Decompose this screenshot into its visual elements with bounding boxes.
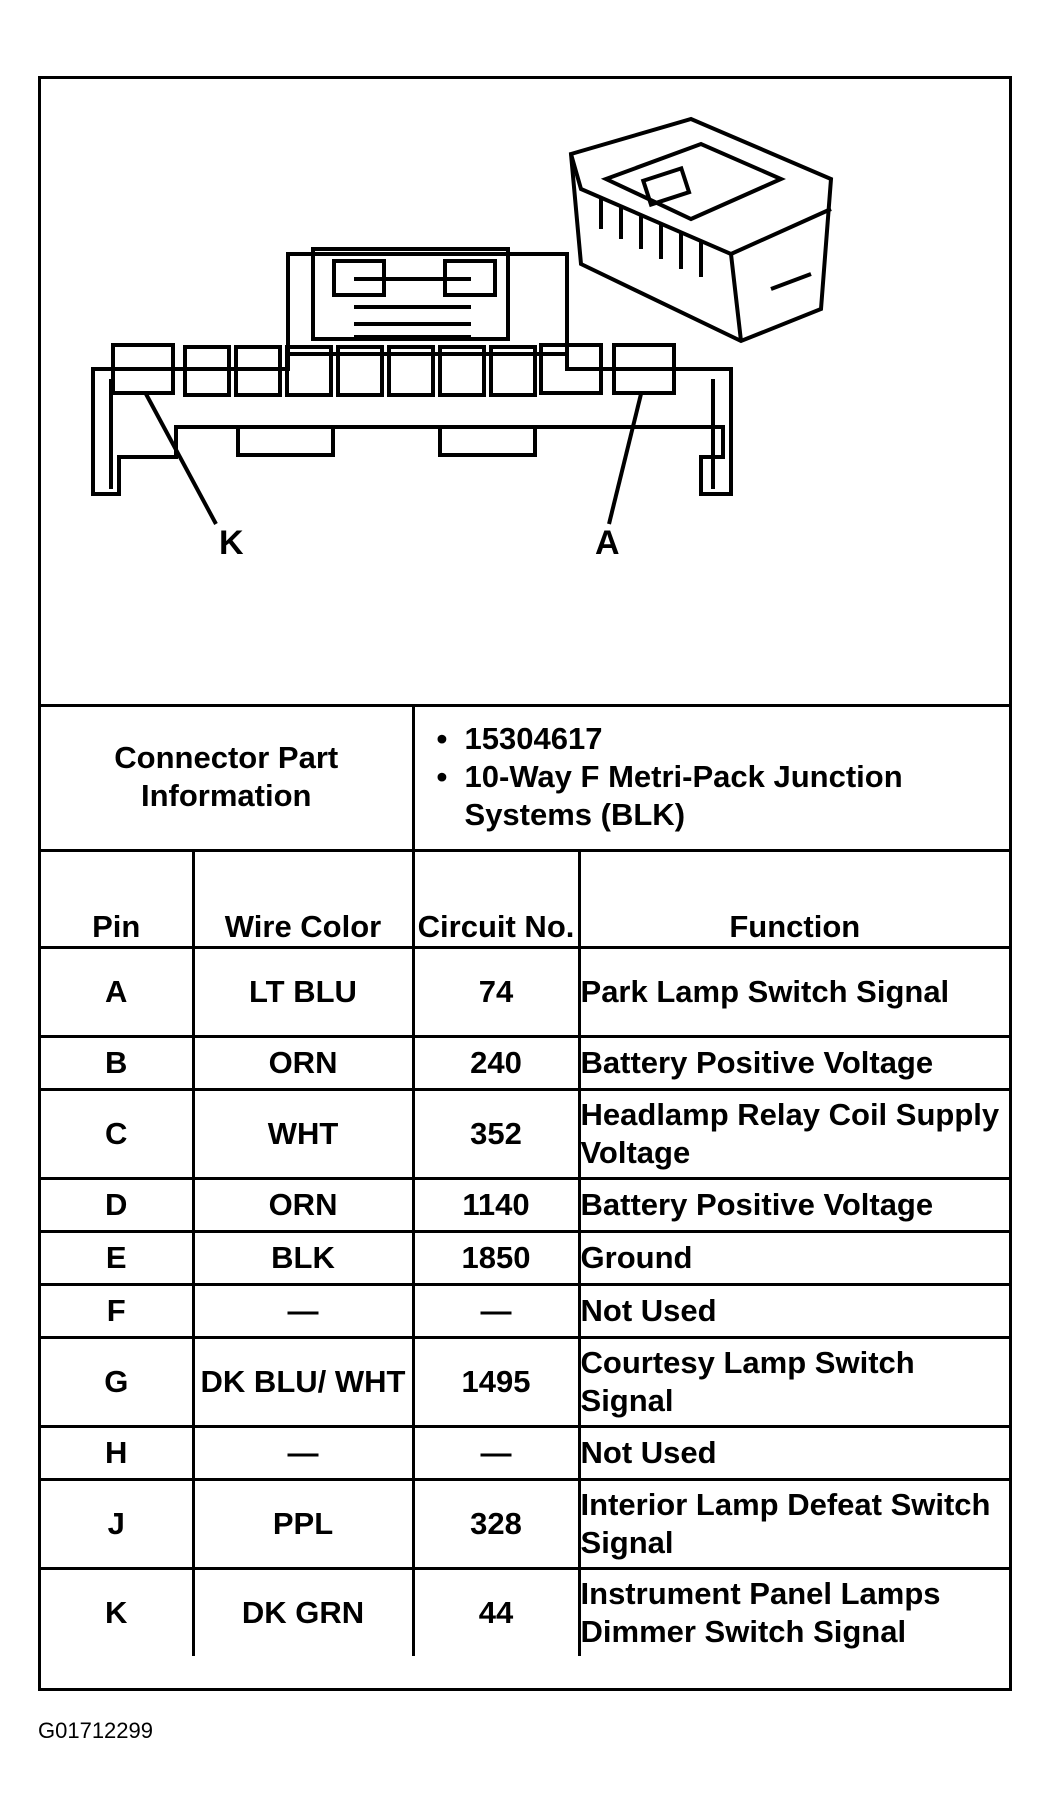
pin-cell: E xyxy=(41,1230,195,1286)
pinout-table: Connector Part Information •15304617 •10… xyxy=(41,704,1010,1656)
pin-cell: A xyxy=(41,946,195,1038)
circuit-cell: 44 xyxy=(411,1567,581,1656)
wire-color-cell: ORN xyxy=(191,1177,415,1233)
wire-color-cell: PPL xyxy=(191,1478,415,1570)
wire-color-cell: LT BLU xyxy=(191,946,415,1038)
pin-cell: F xyxy=(41,1283,195,1339)
function-cell: Battery Positive Voltage xyxy=(577,1177,1010,1233)
connector-isometric-icon xyxy=(568,116,834,344)
function-cell: Not Used xyxy=(577,1425,1010,1481)
function-cell: Headlamp Relay Coil Supply Voltage xyxy=(577,1088,1010,1180)
column-header-row: Pin Wire Color Circuit No. Function xyxy=(41,849,1010,949)
table-row: B ORN 240 Battery Positive Voltage xyxy=(41,1035,1010,1091)
pin-cell: J xyxy=(41,1478,195,1570)
circuit-cell: — xyxy=(411,1283,581,1339)
connector-diagram-panel: K A xyxy=(41,79,1009,707)
wire-color-cell: DK GRN xyxy=(191,1567,415,1656)
connector-body-outline xyxy=(91,252,733,496)
table-row: H — — Not Used xyxy=(41,1425,1010,1481)
connector-sheet: K A Connector Part Information •15304617… xyxy=(38,76,1012,1691)
pin-cell: K xyxy=(41,1567,195,1656)
header-pin: Pin xyxy=(41,849,195,949)
table-row: C WHT 352 Headlamp Relay Coil Supply Vol… xyxy=(41,1088,1010,1180)
function-cell: Ground xyxy=(577,1230,1010,1286)
wire-color-cell: ORN xyxy=(191,1035,415,1091)
wire-color-cell: WHT xyxy=(191,1088,415,1180)
circuit-cell: 352 xyxy=(411,1088,581,1180)
circuit-cell: 328 xyxy=(411,1478,581,1570)
pin-cell: C xyxy=(41,1088,195,1180)
function-cell: Battery Positive Voltage xyxy=(577,1035,1010,1091)
circuit-cell: 1850 xyxy=(411,1230,581,1286)
table-row: F — — Not Used xyxy=(41,1283,1010,1339)
wire-color-cell: — xyxy=(191,1283,415,1339)
table-row: E BLK 1850 Ground xyxy=(41,1230,1010,1286)
circuit-cell: — xyxy=(411,1425,581,1481)
part-description: 10-Way F Metri-Pack Junction Systems (BL… xyxy=(464,758,903,832)
pin-cell: H xyxy=(41,1425,195,1481)
header-function: Function xyxy=(577,849,1010,949)
table-row: K DK GRN 44 Instrument Panel Lamps Dimme… xyxy=(41,1567,1010,1656)
pin-label-k: K xyxy=(219,524,244,562)
function-cell: Courtesy Lamp Switch Signal xyxy=(577,1336,1010,1428)
circuit-cell: 74 xyxy=(411,946,581,1038)
figure-id: G01712299 xyxy=(38,1718,153,1743)
table-row: A LT BLU 74 Park Lamp Switch Signal xyxy=(41,946,1010,1038)
part-number: 15304617 xyxy=(464,720,603,756)
wire-color-cell: BLK xyxy=(191,1230,415,1286)
connector-part-info-row: Connector Part Information •15304617 •10… xyxy=(41,704,1010,852)
header-circuit-no: Circuit No. xyxy=(411,849,581,949)
pin-cell: B xyxy=(41,1035,195,1091)
pin-cell: D xyxy=(41,1177,195,1233)
table-row: D ORN 1140 Battery Positive Voltage xyxy=(41,1177,1010,1233)
pin-label-a: A xyxy=(595,524,620,562)
pin-cell: G xyxy=(41,1336,195,1428)
connector-part-info-label: Connector Part Information xyxy=(41,704,415,852)
connector-part-info-values: •15304617 •10-Way F Metri-Pack Junction … xyxy=(411,704,1010,852)
function-cell: Instrument Panel Lamps Dimmer Switch Sig… xyxy=(577,1567,1010,1656)
table-row: G DK BLU/ WHT 1495 Courtesy Lamp Switch … xyxy=(41,1336,1010,1428)
wire-color-cell: DK BLU/ WHT xyxy=(191,1336,415,1428)
circuit-cell: 1495 xyxy=(411,1336,581,1428)
function-cell: Park Lamp Switch Signal xyxy=(577,946,1010,1038)
function-cell: Interior Lamp Defeat Switch Signal xyxy=(577,1478,1010,1570)
table-row: J PPL 328 Interior Lamp Defeat Switch Si… xyxy=(41,1478,1010,1570)
function-cell: Not Used xyxy=(577,1283,1010,1339)
circuit-cell: 240 xyxy=(411,1035,581,1091)
connector-face-drawing: K A xyxy=(91,116,834,562)
wire-color-cell: — xyxy=(191,1425,415,1481)
header-wire-color: Wire Color xyxy=(191,849,415,949)
circuit-cell: 1140 xyxy=(411,1177,581,1233)
